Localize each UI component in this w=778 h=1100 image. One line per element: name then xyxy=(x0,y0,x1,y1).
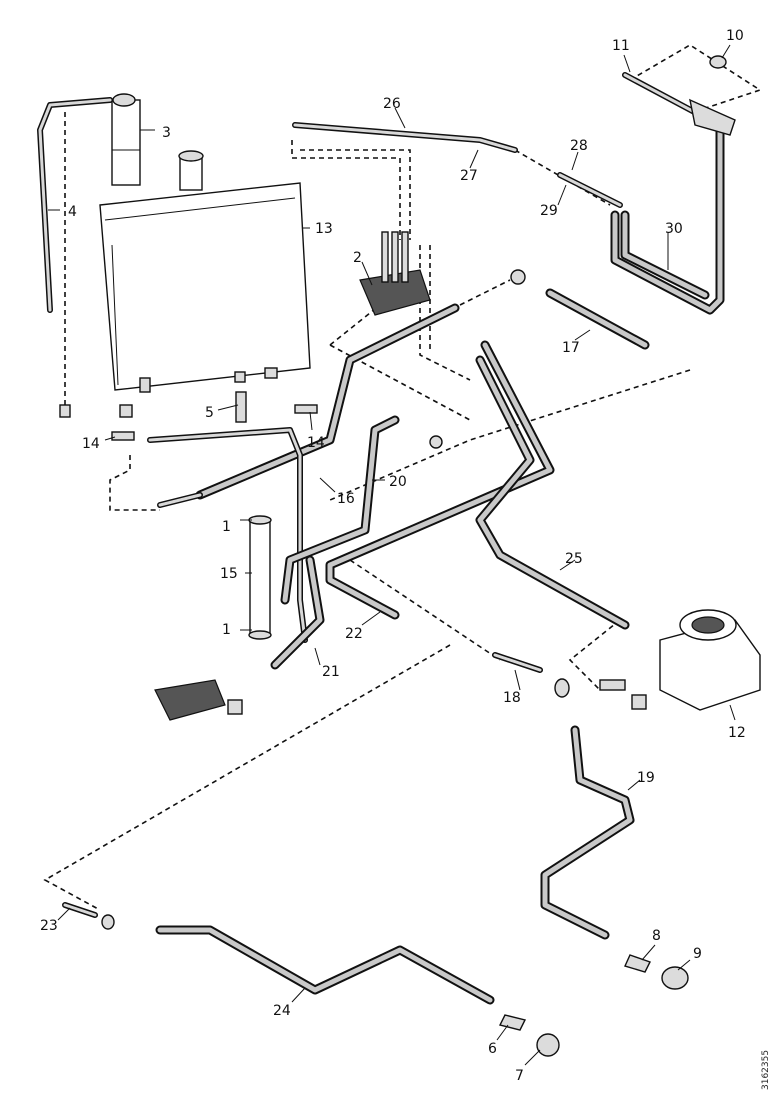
callout-29: 29 xyxy=(540,203,558,219)
pipe-28-29 xyxy=(557,172,623,208)
document-id: 3162355 xyxy=(761,1050,771,1090)
callout-27: 27 xyxy=(460,168,478,184)
callout-19: 19 xyxy=(637,770,655,786)
pipe-25 xyxy=(475,355,630,630)
callout-9: 9 xyxy=(693,946,702,962)
pipe-22 xyxy=(325,340,555,620)
pipe-15 xyxy=(248,515,272,640)
callout-14a: 14 xyxy=(82,436,100,452)
pipe-26 xyxy=(292,122,518,153)
callout-21: 21 xyxy=(322,664,340,680)
callout-18: 18 xyxy=(503,690,521,706)
callout-8: 8 xyxy=(652,928,661,944)
callout-14b: 14 xyxy=(307,435,325,451)
callout-22: 22 xyxy=(345,626,363,642)
callout-13: 13 xyxy=(315,221,333,237)
pipe-14-lower xyxy=(147,427,308,643)
small-fittings xyxy=(111,269,689,1057)
callout-labels: 1 1 2 3 4 5 6 7 8 9 10 11 12 13 14 14 15… xyxy=(40,28,746,1084)
control-valve-block xyxy=(359,231,431,316)
level-hose xyxy=(37,97,133,418)
pipe-24 xyxy=(155,925,495,1005)
callout-1b: 1 xyxy=(222,622,231,638)
pipe-17 xyxy=(545,288,650,350)
pipe-16 xyxy=(157,303,460,508)
callout-10: 10 xyxy=(726,28,744,44)
pipe-30 xyxy=(610,125,725,315)
pipe-19 xyxy=(540,725,635,940)
callout-24: 24 xyxy=(273,1003,291,1019)
callout-25: 25 xyxy=(565,551,583,567)
callout-4: 4 xyxy=(68,204,77,220)
callout-6: 6 xyxy=(488,1041,497,1057)
callout-11: 11 xyxy=(612,38,630,54)
callout-16: 16 xyxy=(337,491,355,507)
callout-7: 7 xyxy=(515,1068,524,1084)
callout-1a: 1 xyxy=(222,519,231,535)
callout-23: 23 xyxy=(40,918,58,934)
pipe-21 xyxy=(270,555,325,670)
callout-26: 26 xyxy=(383,96,401,112)
hydraulic-tank xyxy=(99,150,311,393)
callout-20: 20 xyxy=(389,474,407,490)
callout-17: 17 xyxy=(562,340,580,356)
callout-3: 3 xyxy=(162,125,171,141)
leader-lines xyxy=(48,44,736,1066)
pipe-20 xyxy=(280,415,400,605)
bracket-10-11 xyxy=(622,55,736,136)
fitting-18 xyxy=(492,652,570,698)
filter-cartridge xyxy=(111,93,141,186)
callout-30: 30 xyxy=(665,221,683,237)
callout-5: 5 xyxy=(205,405,214,421)
hydraulic-pump xyxy=(599,609,761,711)
callout-15: 15 xyxy=(220,566,238,582)
callout-28: 28 xyxy=(570,138,588,154)
callout-2: 2 xyxy=(353,250,362,266)
callout-12: 12 xyxy=(728,725,746,741)
fitting-23 xyxy=(62,902,115,930)
